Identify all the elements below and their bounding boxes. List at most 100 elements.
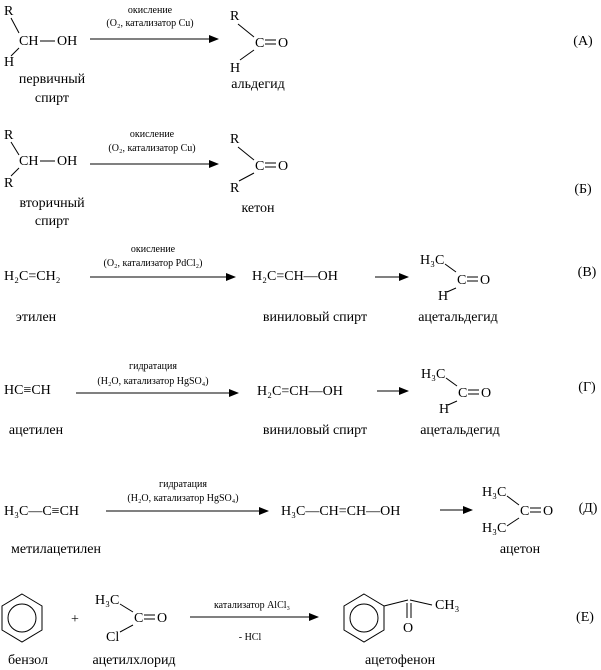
reactant-label: метилацетилен xyxy=(11,542,101,557)
reaction-g: HC≡CH ацетилен гидратация (H₂O, катализа… xyxy=(4,361,596,438)
product-label: альдегид xyxy=(231,77,284,92)
atom-h: H xyxy=(4,55,14,70)
atom-h3c: H₃C xyxy=(421,367,445,382)
intermediate-label: виниловый спирт xyxy=(263,423,367,438)
arrow-condition-top: гидратация xyxy=(159,479,207,490)
bond xyxy=(383,599,409,607)
reaction-b: R CH OH R вторичный спирт окисление (O₂,… xyxy=(4,128,592,229)
bond xyxy=(506,495,520,506)
arrow-condition-bottom: (H₂O, катализатор HgSO₄) xyxy=(127,493,238,504)
atom-r: R xyxy=(4,4,14,19)
bond xyxy=(10,47,20,57)
bond xyxy=(119,603,134,613)
atom-h3c: H₃C xyxy=(95,593,119,608)
atom-h: H xyxy=(439,402,449,417)
product-label: ацетон xyxy=(500,542,541,557)
reactant-formula: H₃C—C≡CH xyxy=(4,504,79,519)
intermediate-formula: H₂C=CH—OH xyxy=(257,384,343,399)
atom-ch3: CH₃ xyxy=(435,598,459,613)
reaction-tag: (Б) xyxy=(574,182,592,197)
atom-h3c: H₃C xyxy=(482,521,506,536)
atom-h: H xyxy=(230,61,240,76)
atom-c: C xyxy=(458,386,467,401)
reactant-label: ацетилен xyxy=(9,423,64,438)
arrow-condition-bottom: (H₂O, катализатор HgSO₄) xyxy=(97,376,208,387)
bond xyxy=(239,49,255,61)
intermediate-formula: H₂C=CH—OH xyxy=(252,269,338,284)
reaction-d: H₃C—C≡CH метилацетилен гидратация (H₂O, … xyxy=(4,479,598,557)
arrow-condition-top: гидратация xyxy=(129,361,177,372)
atom-r: R xyxy=(230,9,240,24)
bond xyxy=(10,141,20,156)
arrow-condition-top: окисление xyxy=(131,244,176,255)
atom-o: O xyxy=(278,36,288,51)
benzene-ring-icon xyxy=(1,593,43,643)
atom-c: C xyxy=(255,159,264,174)
reactant-formula: HC≡CH xyxy=(4,383,51,398)
reaction-tag: (Д) xyxy=(579,501,598,516)
reaction-tag: (В) xyxy=(578,265,597,280)
bond xyxy=(119,624,134,633)
reactant-label-line2: спирт xyxy=(35,91,69,106)
arrow-condition-bottom: (O₂, катализатор Cu) xyxy=(106,18,193,29)
bond xyxy=(445,377,458,387)
product-label: ацетальдегид xyxy=(420,423,500,438)
intermediate-formula: H₃C—CH=CH—OH xyxy=(281,504,400,519)
atom-o: O xyxy=(403,621,413,636)
reactant-label-line1: первичный xyxy=(19,72,86,87)
atom-r: R xyxy=(4,176,14,191)
atom-o: O xyxy=(481,386,491,401)
atom-o: O xyxy=(157,611,167,626)
atom-r: R xyxy=(4,128,14,143)
atom-r: R xyxy=(230,132,240,147)
atom-h3c: H₃C xyxy=(482,485,506,500)
bond xyxy=(446,287,457,293)
benzene-ring-icon xyxy=(343,593,385,643)
reaction-a: R CH OH H первичный спирт окисление (O₂,… xyxy=(4,4,593,106)
atom-c: C xyxy=(457,273,466,288)
product-label: ацетофенон xyxy=(365,653,436,668)
reactant-label: бензол xyxy=(8,653,48,668)
atom-ch: CH xyxy=(19,34,38,49)
product-label: ацетальдегид xyxy=(418,310,498,325)
intermediate-label: виниловый спирт xyxy=(263,310,367,325)
plus-sign: + xyxy=(71,612,79,627)
reaction-tag: (Е) xyxy=(576,610,594,625)
atom-h: H xyxy=(438,289,448,304)
bond xyxy=(237,23,255,38)
reagent-label: ацетилхлорид xyxy=(92,653,175,668)
atom-r: R xyxy=(230,181,240,196)
atom-o: O xyxy=(480,273,490,288)
reaction-v: H₂C=CH₂ этилен окисление (O₂, катализато… xyxy=(4,244,597,325)
atom-h3c: H₃C xyxy=(420,253,444,268)
arrow-condition-top: окисление xyxy=(128,5,173,16)
atom-oh: OH xyxy=(57,34,77,49)
bond xyxy=(444,263,457,273)
reaction-tag: (Г) xyxy=(578,380,596,395)
atom-ch: CH xyxy=(19,154,38,169)
arrow-condition-bottom: (O₂, катализатор PdCl₂) xyxy=(104,258,203,269)
atom-c: C xyxy=(134,611,143,626)
bond xyxy=(506,517,520,527)
product-label: кетон xyxy=(241,201,275,216)
atom-oh: OH xyxy=(57,154,77,169)
reactant-formula: H₂C=CH₂ xyxy=(4,269,61,284)
arrow-condition-bottom: - HCl xyxy=(239,632,262,643)
reactant-label-line1: вторичный xyxy=(19,196,85,211)
reaction-e: бензол + H₃C C O Cl ацетилхлорид катализ… xyxy=(1,593,594,668)
bond xyxy=(10,167,20,177)
reaction-tag: (А) xyxy=(573,34,593,49)
bond xyxy=(10,17,20,34)
atom-o: O xyxy=(543,504,553,519)
bond xyxy=(447,400,458,406)
arrow-condition-top: катализатор AlCl₃ xyxy=(214,600,290,611)
bond xyxy=(238,172,255,182)
bond xyxy=(409,599,433,606)
atom-cl: Cl xyxy=(106,630,119,645)
bond xyxy=(237,146,255,161)
reactant-label: этилен xyxy=(16,310,57,325)
atom-o: O xyxy=(278,159,288,174)
atom-c: C xyxy=(255,36,264,51)
atom-c: C xyxy=(520,504,529,519)
